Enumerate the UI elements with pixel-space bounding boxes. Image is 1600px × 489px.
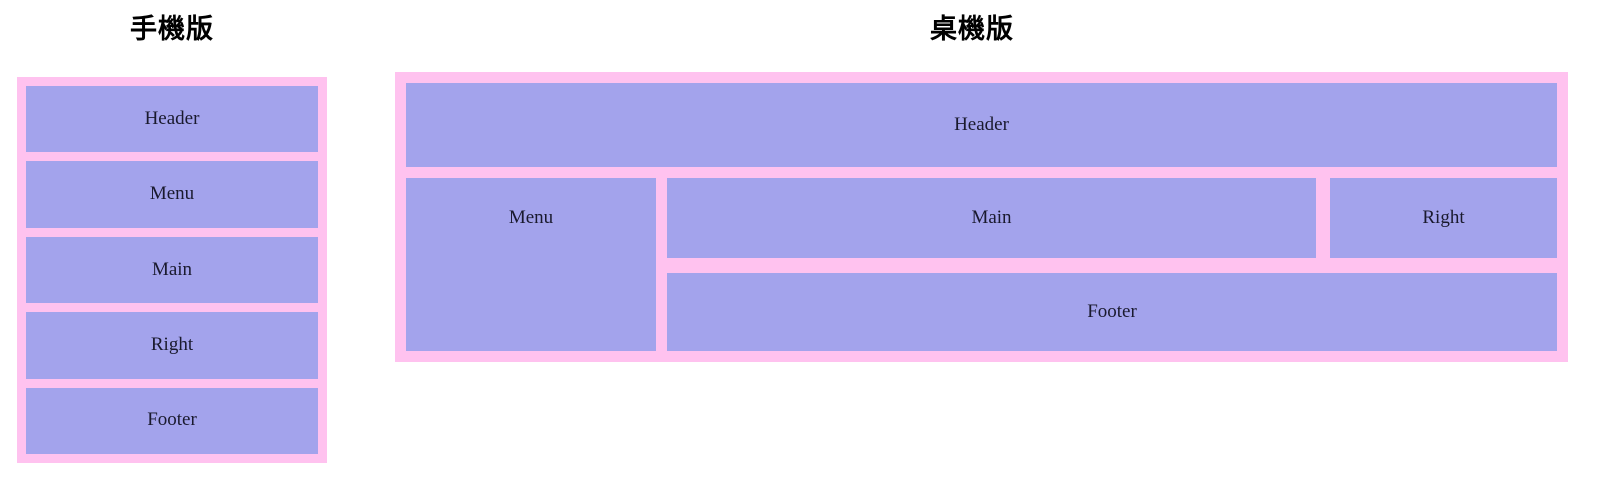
desktop-layout-title: 桌機版 (930, 14, 1014, 44)
mobile-layout-title: 手機版 (130, 14, 214, 44)
mobile-block-footer: Footer (26, 387, 318, 455)
desktop-block-menu-label: Menu (508, 207, 554, 228)
desktop-content-column: Main Right Footer (667, 178, 1557, 351)
mobile-block-header-label: Header (144, 107, 200, 129)
desktop-body-row: Menu Main Right Footer (406, 178, 1557, 351)
desktop-block-footer: Footer (667, 273, 1557, 351)
mobile-layout-container: Header Menu Main Right Footer (17, 77, 327, 463)
desktop-layout-inner: Header Menu Main Right Footer (406, 83, 1557, 351)
mobile-block-right-label: Right (150, 333, 194, 355)
desktop-block-footer-label: Footer (1087, 300, 1137, 322)
mobile-block-right: Right (26, 312, 318, 379)
mobile-block-header: Header (26, 86, 318, 153)
mobile-block-footer-label: Footer (147, 409, 197, 431)
desktop-middle-row: Main Right (667, 178, 1557, 258)
mobile-block-main-label: Main (151, 258, 193, 280)
desktop-block-header: Header (406, 83, 1557, 167)
mobile-block-menu: Menu (26, 161, 318, 228)
mobile-block-main: Main (26, 236, 318, 304)
desktop-layout-container: Header Menu Main Right Footer (395, 72, 1568, 362)
desktop-block-right: Right (1330, 178, 1557, 258)
desktop-block-right-label: Right (1422, 206, 1465, 228)
desktop-block-header-label: Header (954, 113, 1009, 135)
mobile-block-menu-label: Menu (149, 183, 195, 205)
desktop-block-main: Main (667, 178, 1316, 258)
desktop-block-main-label: Main (971, 206, 1012, 228)
desktop-block-menu: Menu (406, 178, 656, 351)
